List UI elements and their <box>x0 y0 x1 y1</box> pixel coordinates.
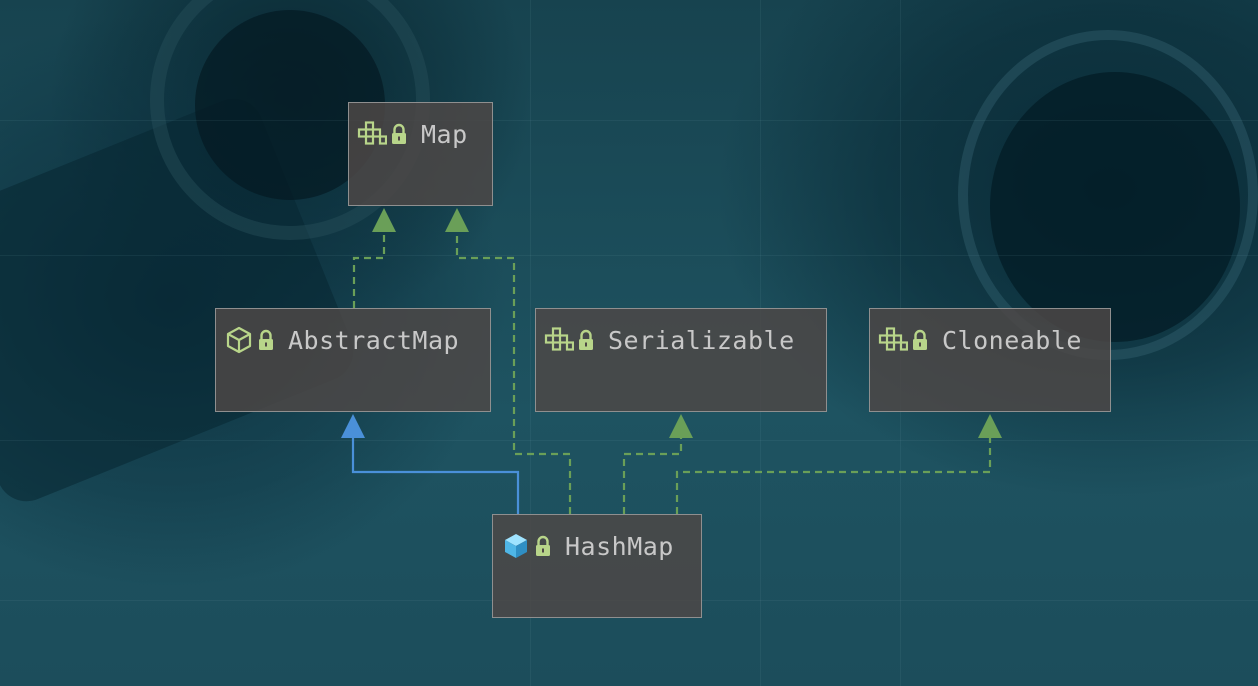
edge-hashmap-to-map <box>455 232 572 514</box>
node-map[interactable]: Map <box>348 102 493 206</box>
edge-hashmap-to-serializable <box>622 438 683 514</box>
map-gridline <box>0 255 1258 256</box>
node-header: Cloneable <box>878 309 1082 371</box>
edge-hashmap-to-cloneable <box>675 438 992 514</box>
arrowhead-abstractmap-to-map <box>372 208 396 232</box>
node-abstractmap[interactable]: AbstractMap <box>215 308 491 412</box>
abstract-class-icon <box>224 325 254 355</box>
map-gridline <box>0 120 1258 121</box>
lock-icon <box>533 531 553 561</box>
lock-icon <box>910 325 930 355</box>
node-label: Serializable <box>608 325 795 355</box>
node-label: Cloneable <box>942 325 1082 355</box>
node-label: HashMap <box>565 531 674 561</box>
interface-icon <box>357 119 387 149</box>
map-gridline <box>530 0 531 686</box>
interface-icon <box>878 325 908 355</box>
node-header: Map <box>357 103 468 165</box>
node-cloneable[interactable]: Cloneable <box>869 308 1111 412</box>
node-header: HashMap <box>501 515 674 577</box>
arrowhead-hashmap-to-map <box>445 208 469 232</box>
arrowhead-hashmap-to-cloneable <box>978 414 1002 438</box>
arrowhead-hashmap-to-serializable <box>669 414 693 438</box>
node-hashmap[interactable]: HashMap <box>492 514 702 618</box>
lock-icon <box>256 325 276 355</box>
node-serializable[interactable]: Serializable <box>535 308 827 412</box>
node-header: AbstractMap <box>224 309 459 371</box>
class-icon <box>501 531 531 561</box>
arrowhead-hashmap-to-abstractmap <box>341 414 365 438</box>
map-gridline <box>0 440 1258 441</box>
node-header: Serializable <box>544 309 795 371</box>
lock-icon <box>389 119 409 149</box>
node-label: Map <box>421 119 468 149</box>
edge-hashmap-to-abstractmap <box>351 438 520 514</box>
edge-abstractmap-to-map <box>352 232 386 308</box>
node-label: AbstractMap <box>288 325 460 355</box>
interface-icon <box>544 325 574 355</box>
lock-icon <box>576 325 596 355</box>
